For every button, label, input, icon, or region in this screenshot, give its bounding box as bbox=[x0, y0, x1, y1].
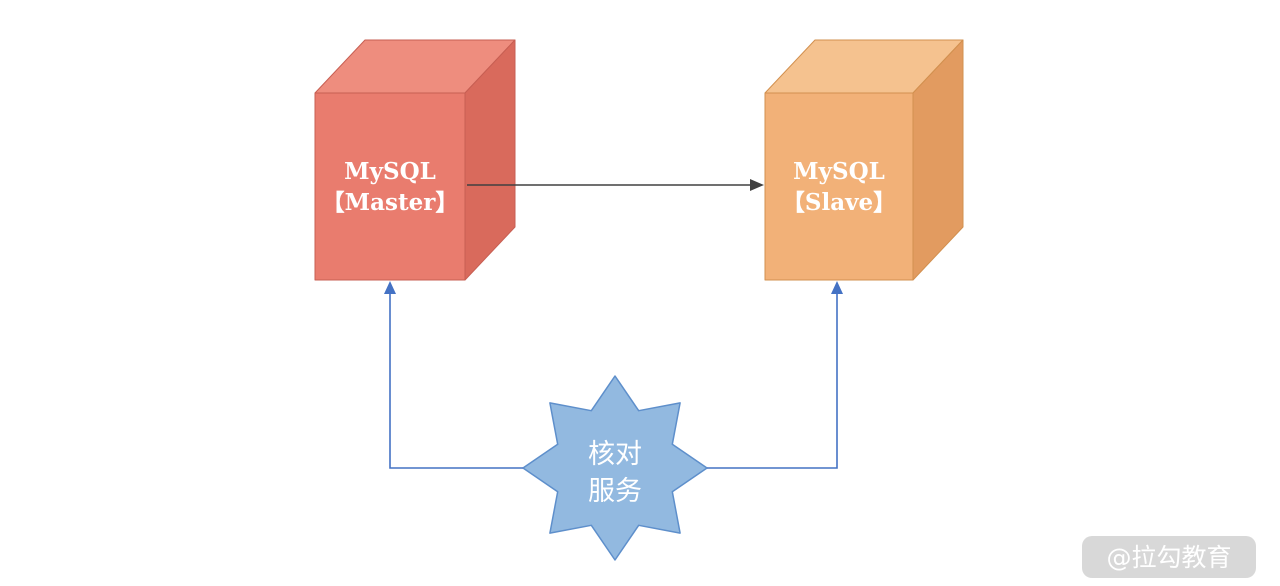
master-cube: MySQL 【Master】 bbox=[314, 39, 516, 281]
check-service-star: 核对 服务 bbox=[522, 375, 708, 561]
master-label-line1: MySQL bbox=[344, 158, 436, 185]
slave-label-line1: MySQL bbox=[793, 158, 885, 185]
connector-left-line bbox=[389, 291, 523, 469]
connector-left bbox=[384, 281, 523, 469]
replication-arrowhead-icon bbox=[750, 179, 764, 191]
replication-arrow bbox=[467, 179, 764, 191]
slave-cube: MySQL 【Slave】 bbox=[764, 39, 964, 281]
connector-right-arrowhead-icon bbox=[831, 281, 843, 294]
slave-label-line2: 【Slave】 bbox=[782, 189, 896, 216]
service-label-line1: 核对 bbox=[588, 439, 642, 470]
watermark-text: @拉勾教育 bbox=[1106, 543, 1231, 572]
watermark-background bbox=[1082, 536, 1256, 578]
connector-right-line bbox=[707, 291, 838, 469]
connector-right bbox=[707, 281, 843, 469]
master-cube-front bbox=[314, 92, 466, 281]
service-label-line2: 服务 bbox=[588, 476, 642, 507]
watermark-badge: @拉勾教育 bbox=[1082, 536, 1256, 578]
connector-left-arrowhead-icon bbox=[384, 281, 396, 294]
slave-cube-front bbox=[764, 92, 914, 281]
star-shape bbox=[522, 375, 708, 561]
master-label-line2: 【Master】 bbox=[322, 189, 459, 216]
